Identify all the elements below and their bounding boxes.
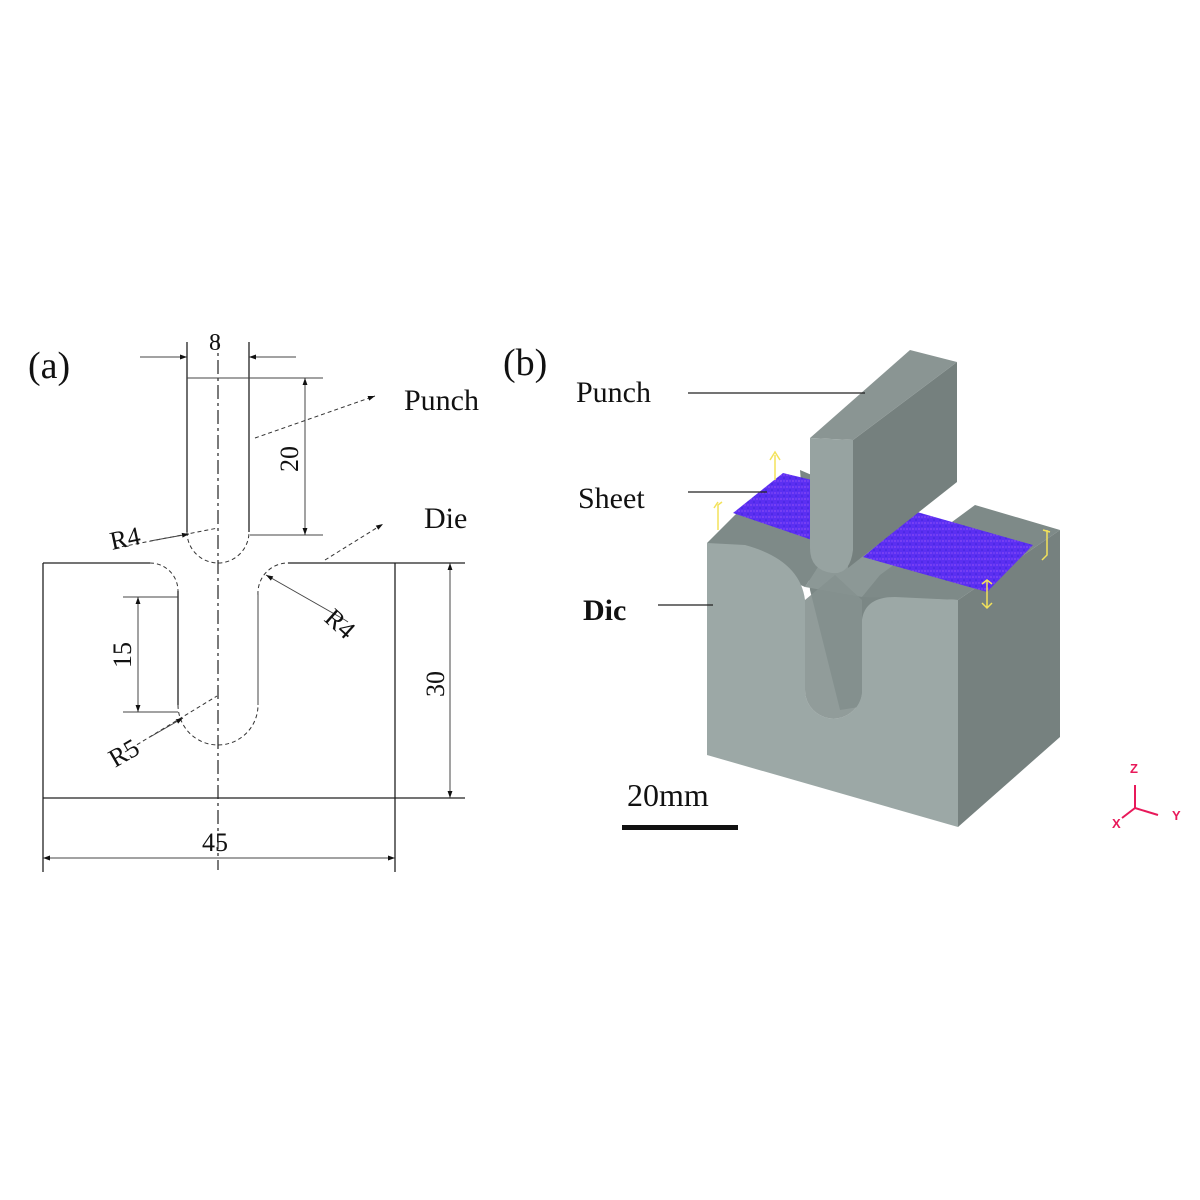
sheet-3d [733,473,1033,592]
sheet-label: Sheet [578,482,645,515]
dim-punch-radius: R4 [107,521,143,556]
scale-bar [622,825,738,830]
die-3d-label: Dic [583,594,626,627]
punch-radius-arrow [149,532,190,542]
dim-punch-height: 20 [275,446,304,472]
axis-triad: Z Y X [1112,761,1181,831]
dim-slot-radius: R5 [104,733,145,773]
slot-radius-arrow [149,717,184,738]
die-leader [324,523,384,561]
punch-label: Punch [404,384,479,417]
punch-profile [186,342,323,564]
panel-b-label: (b) [503,342,547,384]
panel-a-drawing: (a) 8 20 Punch R4 [28,330,479,872]
punch-3d [810,350,957,574]
die-fillet-leader [265,574,346,621]
dim-die-height: 30 [421,671,450,697]
die-profile [42,562,465,872]
boundary-condition-markers [713,450,1051,610]
die-label: Die [424,502,467,535]
punch-leader [254,395,376,439]
dim-slot-depth: 15 [108,642,137,668]
punch-3d-label: Punch [576,376,651,409]
panel-a-label: (a) [28,345,70,387]
axis-y-label: Y [1172,808,1181,823]
slot-radius-leader [124,695,218,753]
dim-die-width: 45 [202,828,228,857]
axis-z-label: Z [1130,761,1138,776]
panel-b-model: (b) [503,342,1181,831]
axis-x-label: X [1112,816,1121,831]
scale-bar-label: 20mm [627,777,709,813]
dim-punch-width: 8 [209,330,221,356]
